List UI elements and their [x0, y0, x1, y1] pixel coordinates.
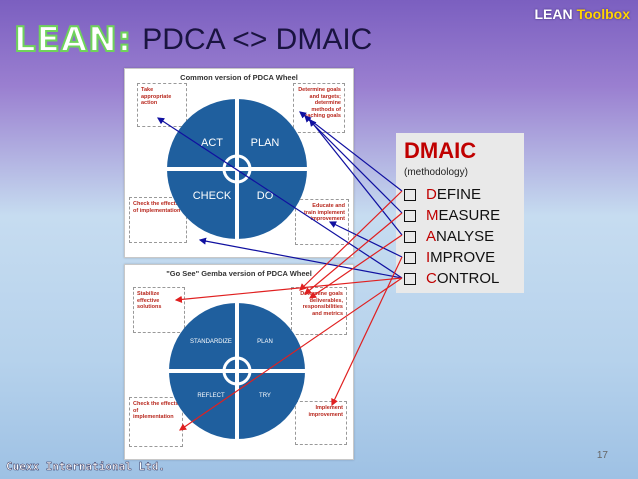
quadrant-standardize: STANDARDIZE	[190, 339, 232, 345]
slide-title: LEAN: PDCA <> DMAIC	[13, 19, 373, 61]
quadrant-reflect: REFLECT	[197, 393, 225, 399]
checkbox-icon	[404, 209, 416, 222]
page-number: 17	[596, 450, 608, 461]
footer-company: Cuexx International Ltd.	[6, 460, 165, 473]
pdca-wheel: ACT PLAN CHECK DO	[167, 99, 307, 239]
brand-word-lean: LEAN	[534, 6, 573, 22]
panel-title: Common version of PDCA Wheel	[180, 73, 298, 82]
checkbox-icon	[404, 251, 416, 264]
title-lean: LEAN:	[13, 19, 133, 61]
pdca-panel-common: Common version of PDCA Wheel Take approp…	[124, 68, 354, 258]
pdca-panel-gemba: "Go See" Gemba version of PDCA Wheel Sta…	[124, 264, 354, 460]
checkbox-icon	[404, 230, 416, 243]
gemba-wheel: STANDARDIZE PLAN REFLECT TRY	[169, 303, 305, 439]
quadrant-check: CHECK	[193, 190, 232, 202]
checkbox-icon	[404, 188, 416, 201]
quadrant-plan: PLAN	[257, 339, 273, 345]
dmaic-title: DMAIC	[404, 138, 477, 163]
quadrant-plan: PLAN	[251, 137, 280, 149]
quadrant-act: ACT	[201, 137, 223, 149]
note-reflect: Check the effects of implementation	[129, 397, 183, 447]
dmaic-subtitle: (methodology)	[404, 167, 468, 178]
checkbox-icon	[404, 272, 416, 285]
quadrant-try: TRY	[259, 393, 271, 399]
title-main: PDCA <> DMAIC	[142, 23, 373, 56]
quadrant-do: DO	[257, 190, 274, 202]
brand-word-toolbox: Toolbox	[576, 6, 630, 22]
